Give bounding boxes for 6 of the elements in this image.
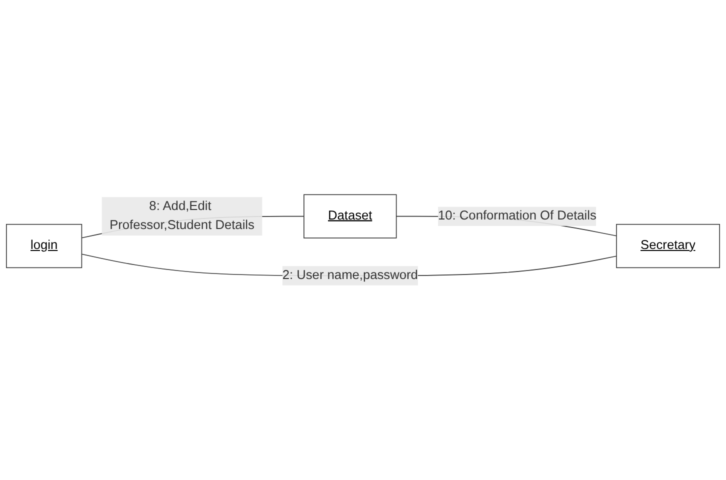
edge-label: 10: Conformation Of Details <box>438 209 596 223</box>
node-box: Secretary <box>616 224 720 268</box>
node-box: Dataset <box>304 194 397 238</box>
edge-label: 2: User name,password <box>282 268 418 282</box>
edge-label: 8: Add,Edit Professor,Student Details <box>110 199 254 232</box>
node-box: login <box>6 224 82 268</box>
